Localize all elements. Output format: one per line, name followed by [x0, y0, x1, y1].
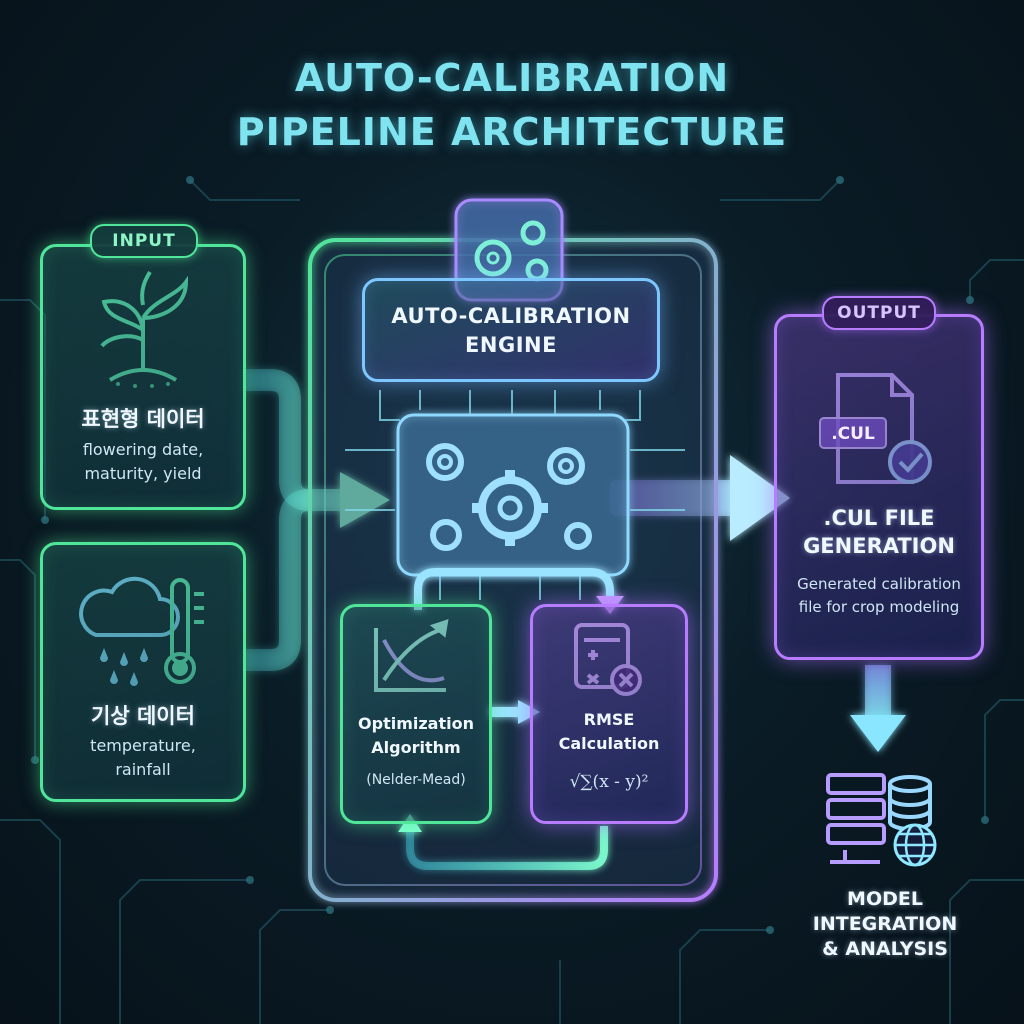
cul-file-generation-panel[interactable]	[774, 314, 984, 660]
phenotype-title: 표현형 데이터	[81, 407, 205, 431]
circuit-traces	[0, 179, 1024, 1024]
optimization-loop-arrows	[398, 568, 624, 870]
weather-data-panel[interactable]	[40, 542, 246, 802]
rmse-formula: √∑(x - y)²	[569, 772, 649, 792]
optimization-algorithm-box[interactable]	[340, 604, 492, 824]
weather-desc-line-2: rainfall	[115, 760, 171, 779]
optimization-title-line-1: Optimization	[358, 714, 474, 733]
diagram-title-line-2: PIPELINE ARCHITECTURE	[236, 110, 788, 154]
output-title-line-1: .CUL FILE	[823, 506, 935, 530]
output-desc-line-2: file for crop modeling	[798, 598, 960, 616]
processor-chip	[396, 413, 630, 577]
output-desc-line-1: Generated calibration	[797, 575, 961, 593]
engine-title-box[interactable]	[362, 278, 660, 382]
optimization-method: (Nelder-Mead)	[366, 772, 466, 788]
phenotype-desc-line-2: maturity, yield	[84, 464, 202, 483]
rmse-title-line-2: Calculation	[558, 734, 660, 753]
cul-file-badge: .CUL	[831, 424, 875, 444]
diagram-title-line-1: AUTO-CALIBRATION	[294, 56, 730, 100]
engine-title-line-1: AUTO-CALIBRATION	[391, 304, 631, 328]
rmse-calculation-box[interactable]	[530, 604, 688, 824]
weather-title: 기상 데이터	[91, 704, 195, 728]
model-integration-line-1: MODEL	[847, 888, 923, 910]
model-integration-line-3: & ANALYSIS	[822, 938, 948, 960]
weather-desc-line-1: temperature,	[90, 736, 196, 755]
phenotype-desc-line-1: flowering date,	[82, 440, 204, 459]
phenotype-data-panel[interactable]	[40, 244, 246, 510]
rmse-title-line-1: RMSE	[583, 710, 635, 729]
input-tag: INPUT	[90, 224, 198, 258]
output-title-line-2: GENERATION	[803, 534, 955, 558]
output-to-model-arrow	[850, 665, 906, 752]
output-tag: OUTPUT	[822, 296, 936, 330]
server-database-globe-icon	[826, 773, 886, 864]
engine-title-line-2: ENGINE	[465, 333, 557, 357]
model-integration-line-2: INTEGRATION	[812, 913, 958, 935]
optimization-title-line-2: Algorithm	[371, 738, 461, 757]
